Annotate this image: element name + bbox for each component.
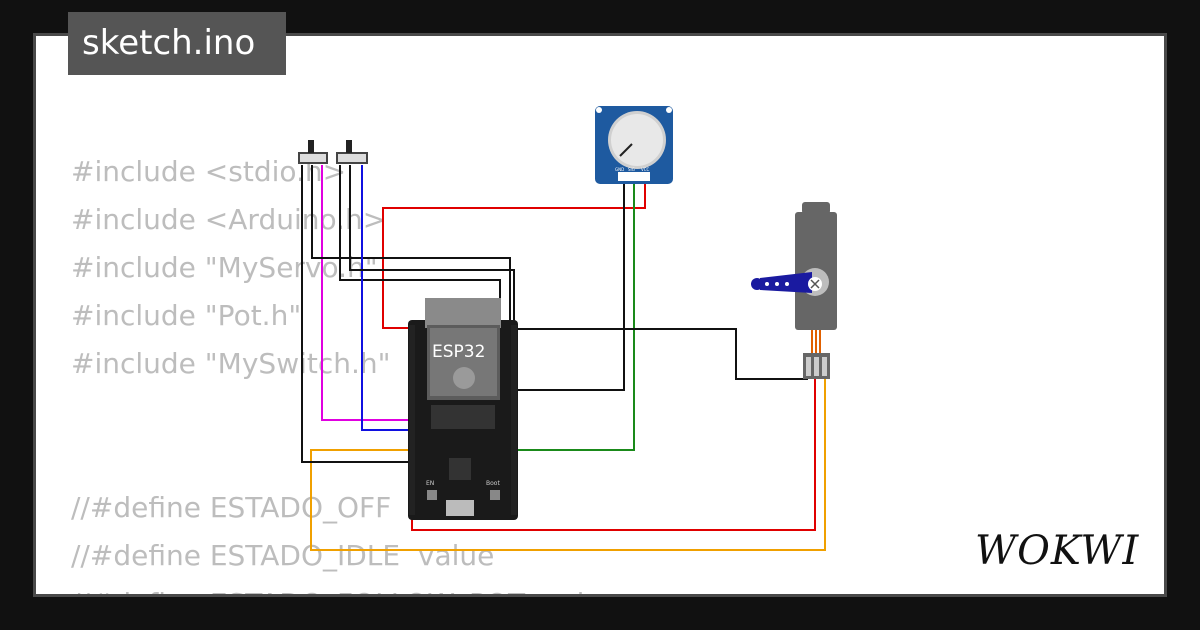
wire-black-switch2 — [339, 165, 501, 310]
esp32-board[interactable]: ESP32 EN Boot — [408, 298, 518, 520]
pot-pin-label: GND — [615, 167, 624, 172]
wire-green-pot — [514, 183, 635, 451]
slide-switch-1[interactable] — [298, 140, 328, 164]
code-line: //#define ESTADO_FOLLOW_POT value — [71, 580, 619, 594]
wire-orange-servo — [310, 379, 826, 551]
wire-magenta-switch1 — [321, 165, 412, 421]
wire-black-pot — [514, 183, 625, 391]
wires — [301, 165, 826, 551]
boot-button[interactable] — [490, 490, 500, 500]
usb-port-icon — [446, 500, 474, 516]
pot-pin-label: SIG — [628, 167, 635, 172]
potentiometer[interactable]: GND SIG VCC — [595, 106, 673, 184]
servo-motor[interactable] — [751, 202, 837, 379]
filename-tab[interactable]: sketch.ino — [68, 12, 286, 75]
wire-red-pot — [382, 183, 646, 329]
esp32-label: ESP32 — [432, 342, 485, 362]
wire-black-switch2b — [349, 165, 515, 330]
en-label: EN — [426, 480, 434, 487]
code-line: //#define ESTADO_OFF — [71, 491, 392, 524]
code-line: #include "MyServo.h" — [71, 251, 378, 284]
pin-header-right — [511, 325, 517, 515]
wokwi-logo: WOKWI — [975, 528, 1140, 574]
code-line: #include "Pot.h" — [71, 299, 302, 332]
pot-knob-indicator — [619, 143, 633, 157]
wire-black-switch1b — [311, 165, 511, 328]
pin-header-left — [409, 325, 415, 515]
slide-switch-2[interactable] — [336, 140, 368, 164]
boot-label: Boot — [486, 480, 500, 487]
code-line: #include "MySwitch.h" — [71, 347, 391, 380]
preview-card: #include <stdio.h>#include <Arduino.h>#i… — [33, 33, 1167, 597]
wire-blue-switch2 — [361, 165, 412, 431]
en-button[interactable] — [427, 490, 437, 500]
wire-black-servo — [514, 328, 808, 380]
circuit-diagram: ESP32 EN Boot GND — [298, 106, 837, 551]
code-line: //#define ESTADO_IDLE value — [71, 539, 495, 572]
wire-black-switch1 — [301, 165, 412, 463]
pot-pin-label: VCC — [641, 167, 650, 172]
espressif-logo-icon — [453, 367, 475, 389]
code-line: #include <Arduino.h> — [71, 203, 387, 236]
